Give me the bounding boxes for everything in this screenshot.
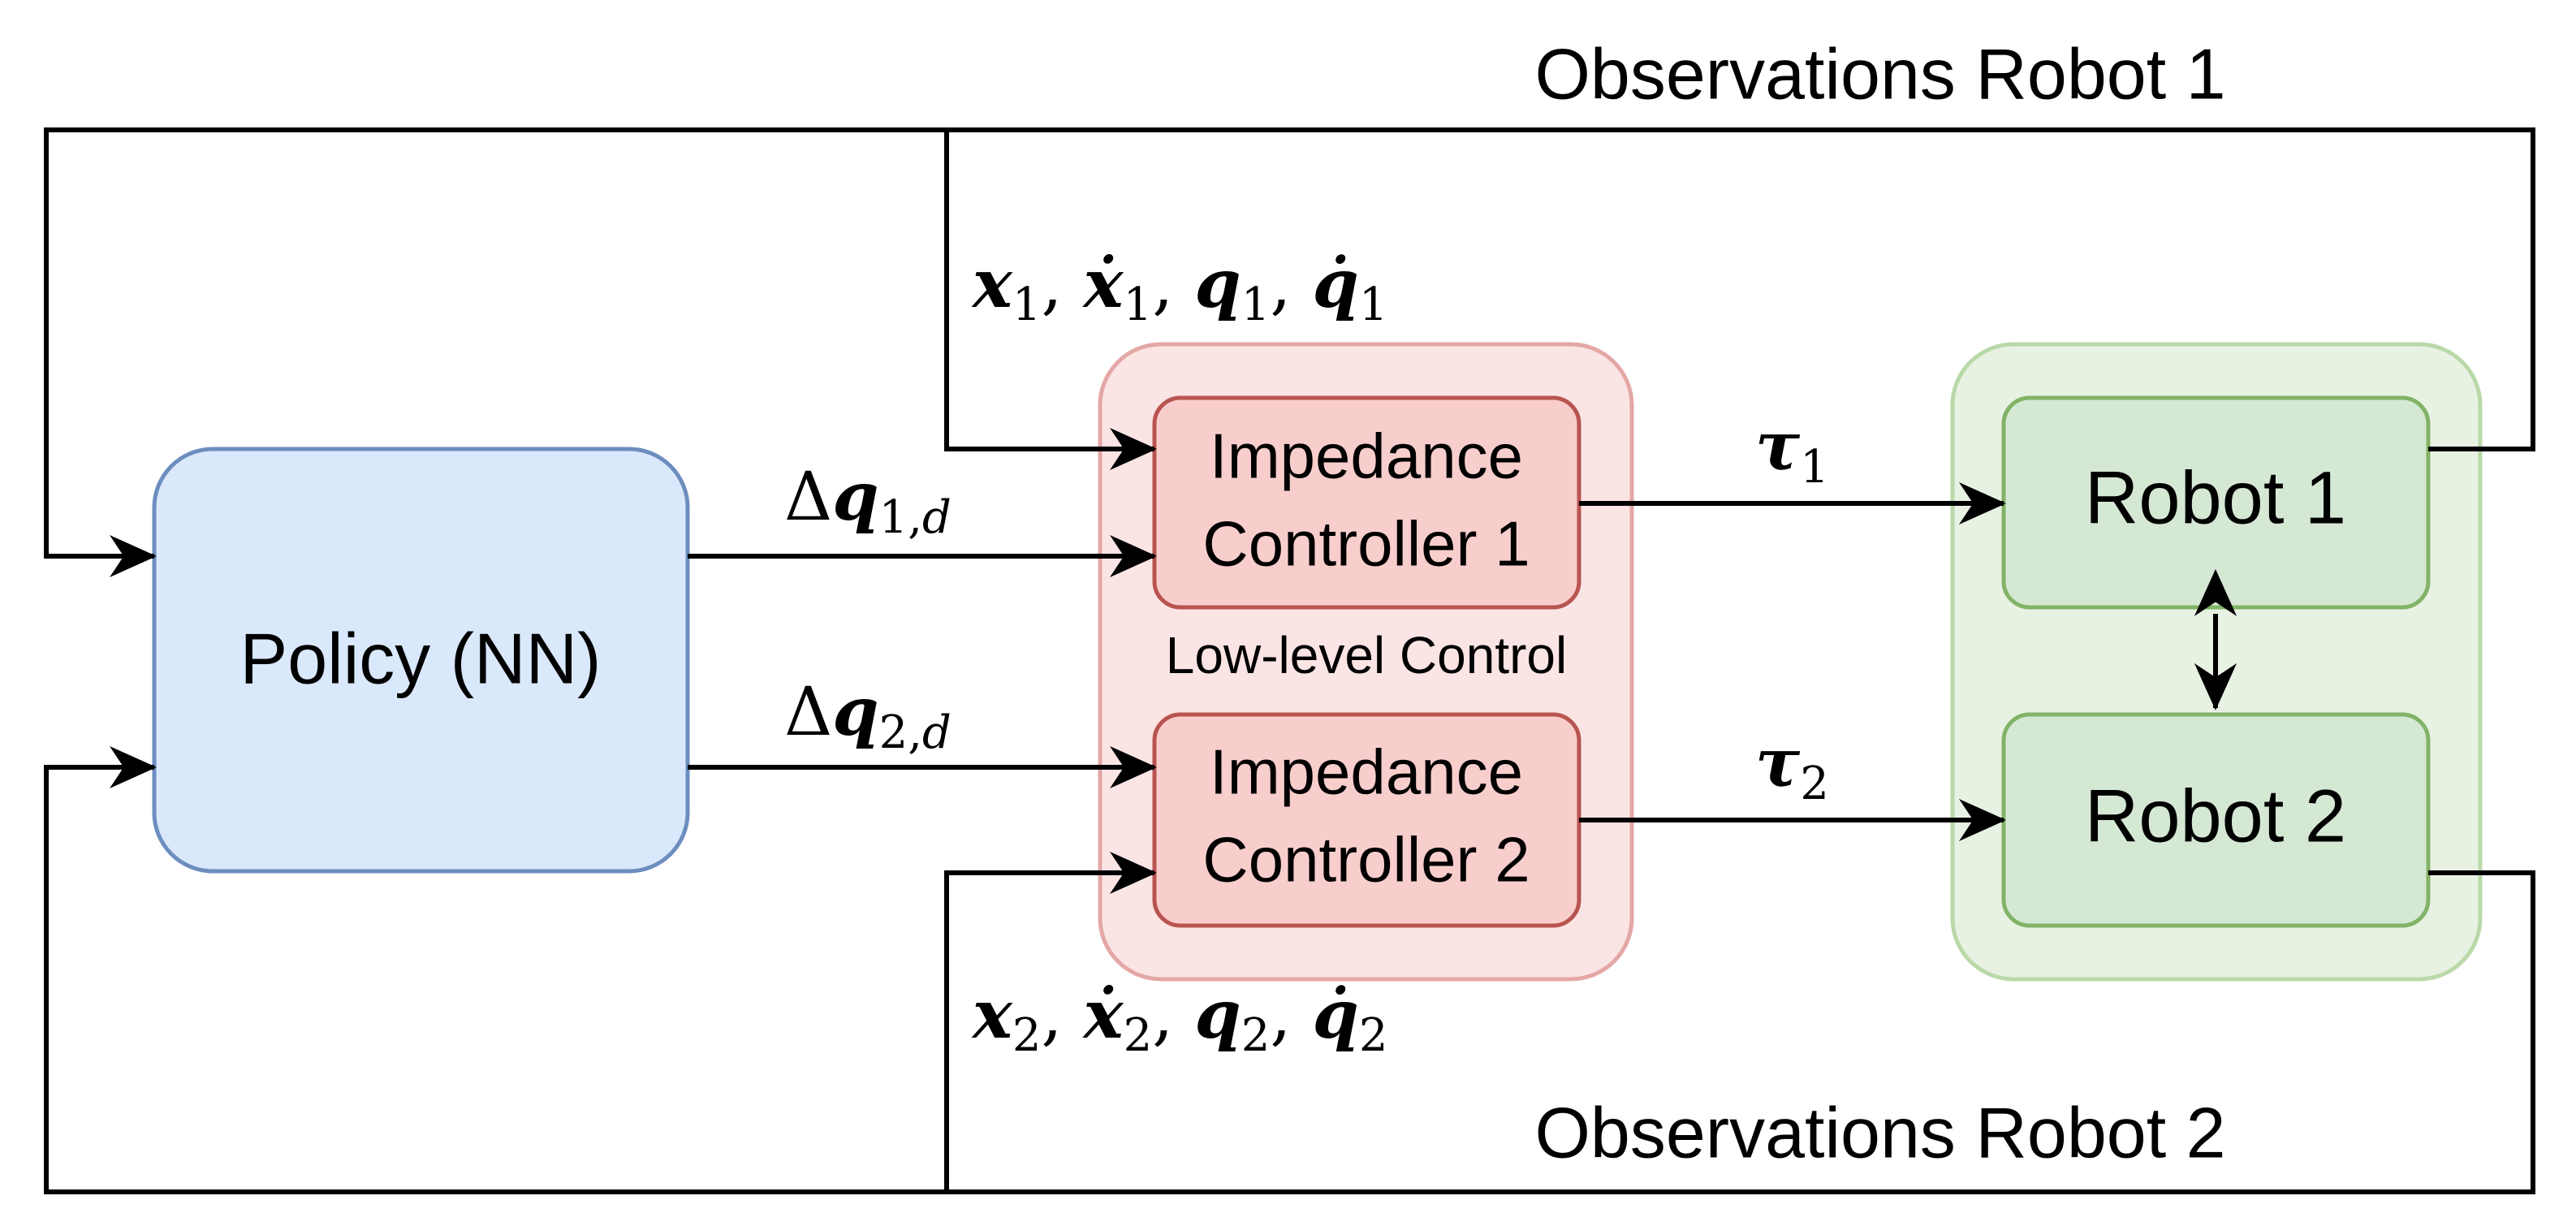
dq2-sub: 2, [879, 706, 922, 759]
low-level-control-label: Low-level Control [1166, 626, 1567, 684]
obs1-xdot: ẋ [1082, 245, 1124, 323]
obs2-q-sub: 2 [1241, 1009, 1271, 1062]
dq1-subd: d [922, 491, 951, 544]
tau1-symbol: τ [1755, 408, 1801, 486]
obs1-branch-line [944, 130, 1157, 471]
obs2-x: x [971, 976, 1013, 1054]
obs1-x-sub: 1 [1012, 278, 1042, 331]
observations-robot-2-label: Observations Robot 2 [1534, 1092, 2225, 1172]
dq1-sub: 1, [879, 491, 922, 544]
obs2-q: q [1194, 976, 1241, 1054]
impedance-controller-1-line2: Controller 1 [1202, 508, 1530, 580]
impedance-controller-2-line2: Controller 2 [1202, 824, 1530, 896]
dq1-label: Δq1,d [784, 458, 951, 544]
obs1-state-label: x1, ẋ1, q1, q̇1 [971, 245, 1387, 331]
dq2-subd: d [922, 706, 951, 759]
robot-1-label: Robot 1 [2085, 456, 2346, 539]
obs1-q: q [1194, 245, 1241, 323]
impedance-controller-1-line1: Impedance [1210, 421, 1523, 492]
obs1-xdot-sub: 1 [1124, 278, 1153, 331]
obs1-qdot-sub: 1 [1359, 278, 1388, 331]
obs2-state-label: x2, ẋ2, q2, q̇2 [971, 976, 1387, 1062]
tau1-label: τ1 [1755, 408, 1829, 494]
obs2-x-sub: 2 [1012, 1009, 1042, 1062]
obs2-qdot-sub: 2 [1359, 1009, 1388, 1062]
observations-robot-2-line [44, 745, 2535, 1194]
obs2-xdot: ẋ [1082, 976, 1124, 1054]
dq2-label: Δq2,d [784, 673, 951, 759]
dq2-delta: Δ [784, 674, 832, 751]
robot-2-label: Robot 2 [2085, 775, 2346, 857]
observations-robot-1-label: Observations Robot 1 [1534, 33, 2225, 114]
obs2-qdot: q̇ [1312, 976, 1358, 1054]
tau1-sub: 1 [1800, 441, 1829, 494]
dq1-delta: Δ [784, 459, 832, 536]
observations-robot-1-line [44, 127, 2535, 578]
obs1-q-sub: 1 [1241, 278, 1271, 331]
policy-label: Policy (NN) [240, 618, 602, 698]
policy-block [152, 447, 690, 874]
obs2-branch-line [944, 851, 1157, 1192]
impedance-controller-2-line1: Impedance [1210, 736, 1523, 808]
obs1-qdot: q̇ [1312, 245, 1358, 323]
obs1-x: x [971, 245, 1013, 323]
tau2-label: τ2 [1755, 724, 1829, 810]
dq1-q: q [832, 458, 878, 536]
obs2-xdot-sub: 2 [1124, 1009, 1153, 1062]
tau2-sub: 2 [1800, 758, 1829, 810]
dq2-q: q [832, 673, 878, 751]
tau2-symbol: τ [1755, 724, 1801, 802]
